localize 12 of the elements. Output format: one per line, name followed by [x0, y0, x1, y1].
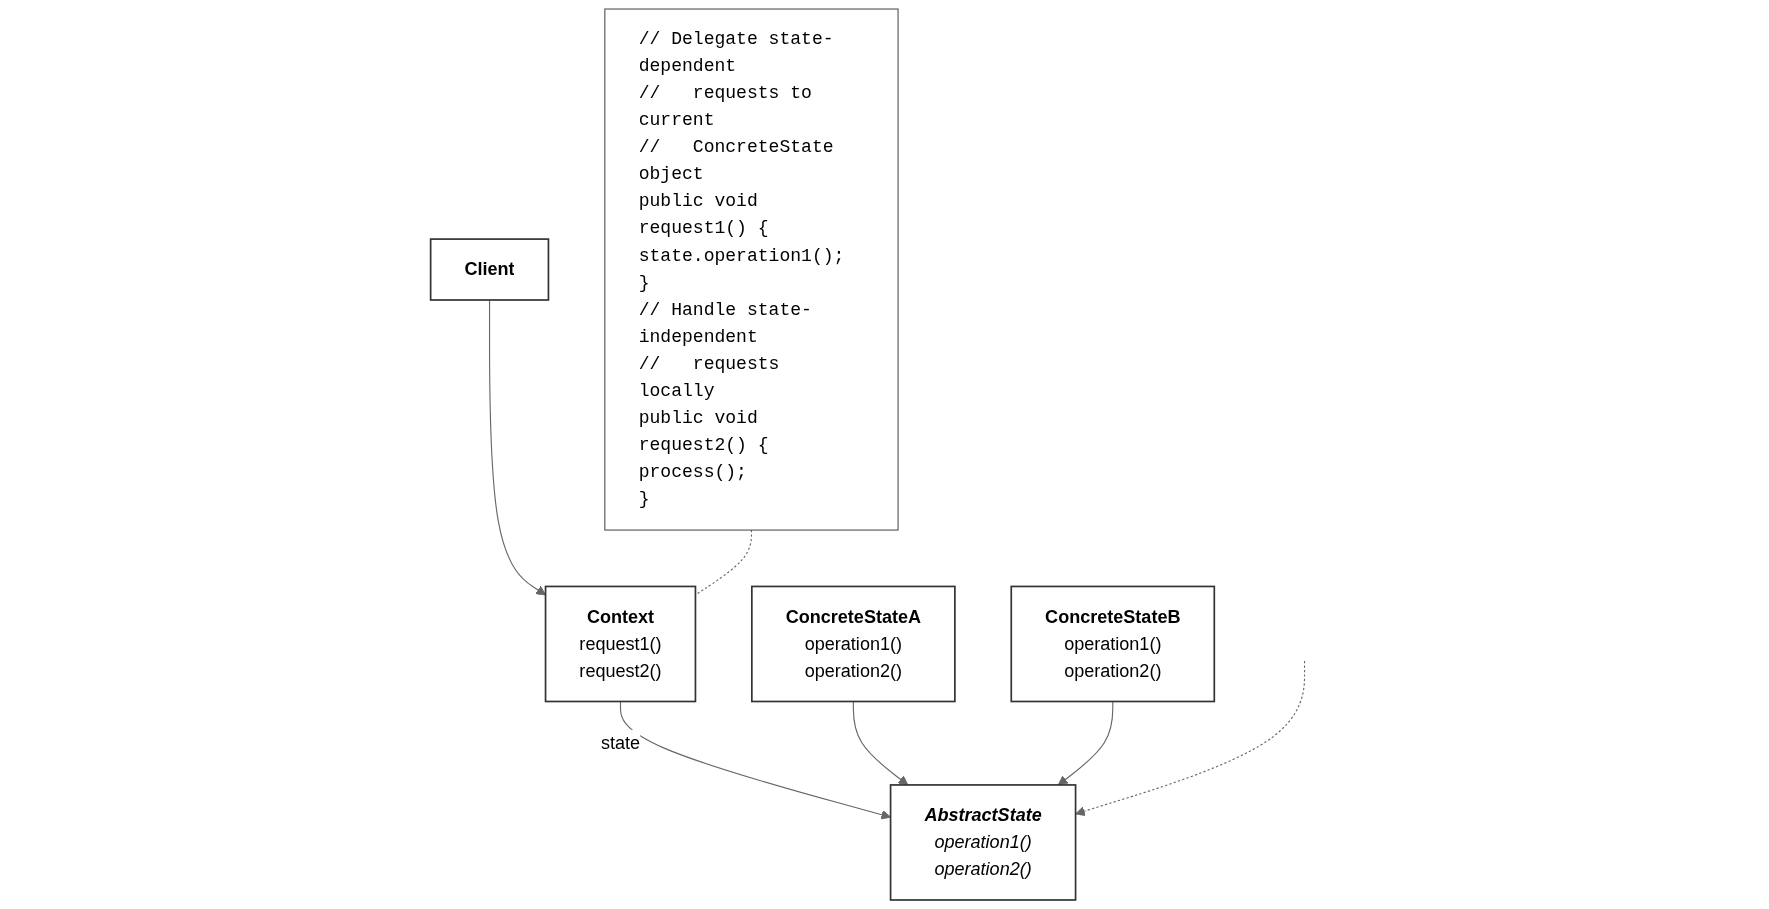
arrow: [488, 299, 546, 596]
node-box: // Delegate state-dependent // requests to current // ConcreteState object public void request1() { state.operation1(); } // Handle state-independent // requests locally public void request2() { process(); }: [604, 8, 899, 531]
node-box: Client: [429, 238, 550, 301]
edge-label: state: [600, 733, 641, 753]
node-box: ConcreteStateB operation1() operation2(): [1010, 585, 1216, 703]
node-box: ConcreteStateA operation1() operation2(): [751, 585, 956, 703]
arrow: [619, 700, 891, 820]
node-box: Context request1() request2(): [544, 585, 697, 703]
arrow: [852, 700, 909, 786]
arrow: [1057, 700, 1114, 786]
node-box: AbstractState operation1() operation2(): [889, 784, 1077, 901]
arrow: [1075, 660, 1306, 816]
